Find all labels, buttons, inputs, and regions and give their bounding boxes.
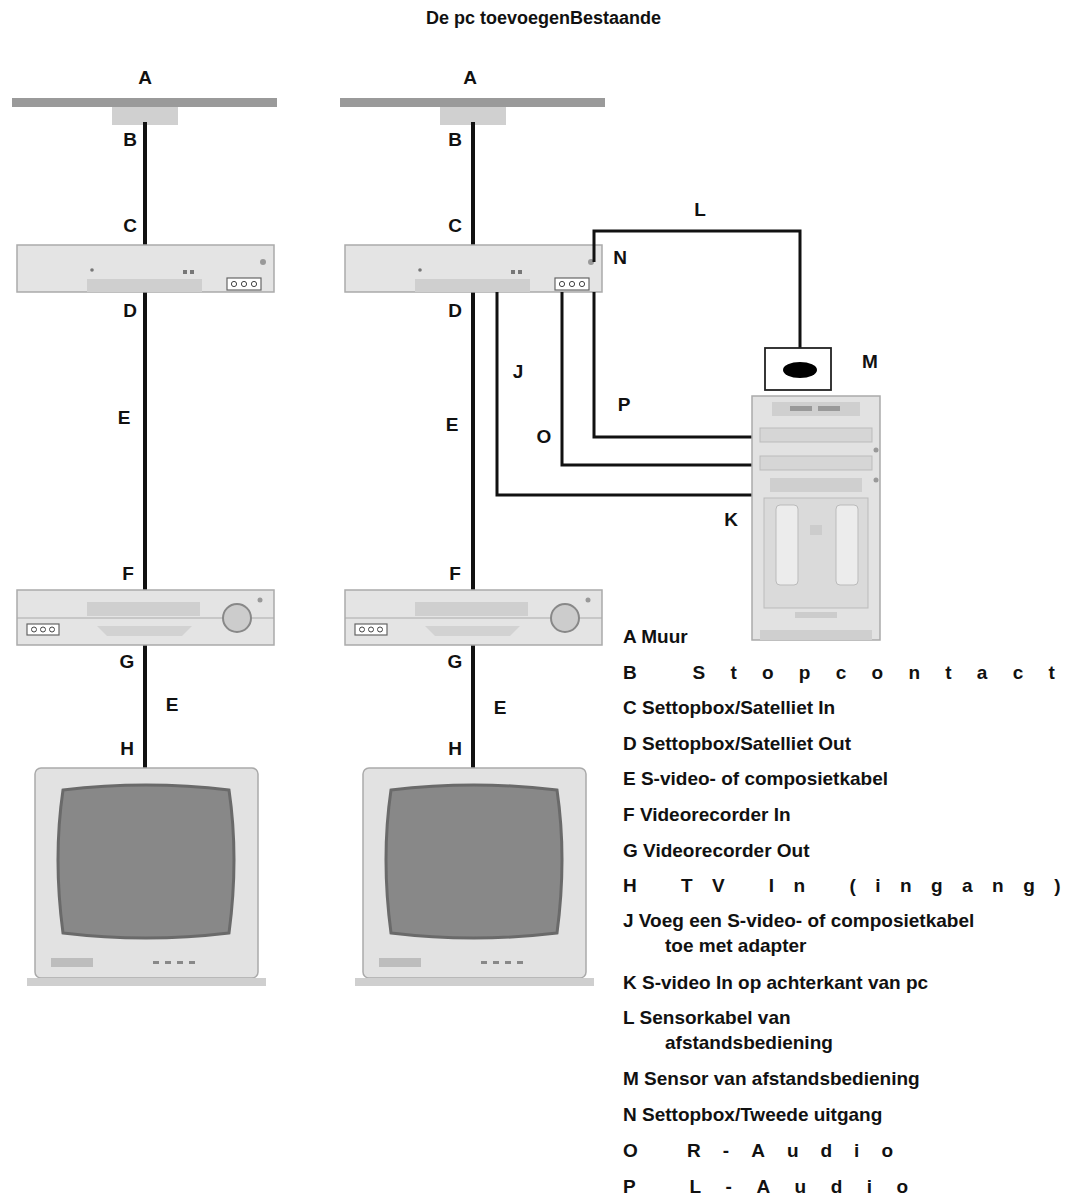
callout-letter: D: [123, 300, 137, 322]
callout-letter: E: [446, 414, 459, 436]
key-entry: J Voeg een S-video- of composietkabel to…: [623, 908, 998, 958]
key-entry: A Muur: [623, 624, 688, 649]
key-entry: O R-Audio: [623, 1138, 915, 1163]
callout-letter: M: [862, 351, 878, 373]
key-entry: H TV In (ingang): [623, 873, 1080, 898]
key-entry: P L-Audio: [623, 1174, 933, 1199]
callout-letter: F: [122, 563, 134, 585]
callout-letter: G: [120, 651, 135, 673]
key-entry: B Stopcontact: [623, 660, 1080, 685]
callout-letter: D: [448, 300, 462, 322]
callout-letter: J: [513, 361, 524, 383]
callout-letter: E: [118, 407, 131, 429]
key-entry: N Settopbox/Tweede uitgang: [623, 1102, 882, 1127]
callout-letter: L: [694, 199, 706, 221]
key-entry: F Videorecorder In: [623, 802, 791, 827]
callout-letter: E: [166, 694, 179, 716]
callout-letter: A: [138, 67, 152, 89]
callout-letter: B: [123, 129, 137, 151]
callout-letter: C: [448, 215, 462, 237]
key-entry: L Sensorkabel van afstandsbediening: [623, 1005, 923, 1055]
key-entry: C Settopbox/Satelliet In: [623, 695, 835, 720]
callout-letter: F: [449, 563, 461, 585]
callout-letter: B: [448, 129, 462, 151]
diagram-title: De pc toevoegenBestaande: [0, 8, 1087, 29]
key-entry: M Sensor van afstandsbediening: [623, 1066, 920, 1091]
callout-letter: H: [120, 738, 134, 760]
callout-letter: O: [537, 426, 552, 448]
callout-letter: H: [448, 738, 462, 760]
key-entry: K S-video In op achterkant van pc: [623, 970, 928, 995]
callout-letter: C: [123, 215, 137, 237]
key-entry: E S-video- of composietkabel: [623, 766, 888, 791]
key-entry: G Videorecorder Out: [623, 838, 810, 863]
callout-letter: G: [448, 651, 463, 673]
key-entry: D Settopbox/Satelliet Out: [623, 731, 851, 756]
callout-letter: A: [463, 67, 477, 89]
callout-letter: K: [724, 509, 738, 531]
callout-letter: N: [613, 247, 627, 269]
callout-letter: P: [618, 394, 631, 416]
callout-letter: E: [494, 697, 507, 719]
